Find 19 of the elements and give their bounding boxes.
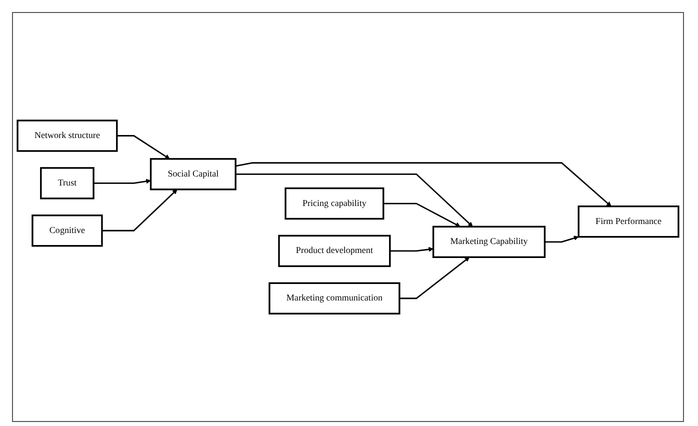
arrow <box>399 256 470 299</box>
node-box <box>278 234 391 267</box>
node-box <box>16 120 118 152</box>
node-box <box>150 158 236 190</box>
arrow <box>236 173 473 227</box>
diagram-frame: Network structure Trust Cognitive Social Capital Firm Performance Marketing Capability Pricing capability Product development Marketing communication <box>12 12 684 422</box>
arrow <box>94 178 151 184</box>
arrow <box>383 202 460 227</box>
node-box <box>578 205 680 238</box>
arrow <box>116 134 170 160</box>
node-box <box>32 214 103 247</box>
node-box <box>284 187 384 220</box>
arrow <box>102 189 178 232</box>
node-box <box>432 226 546 258</box>
node-box <box>40 167 94 200</box>
arrow <box>390 246 434 252</box>
arrow <box>235 162 612 206</box>
arrow <box>544 236 579 243</box>
node-box <box>268 282 400 314</box>
